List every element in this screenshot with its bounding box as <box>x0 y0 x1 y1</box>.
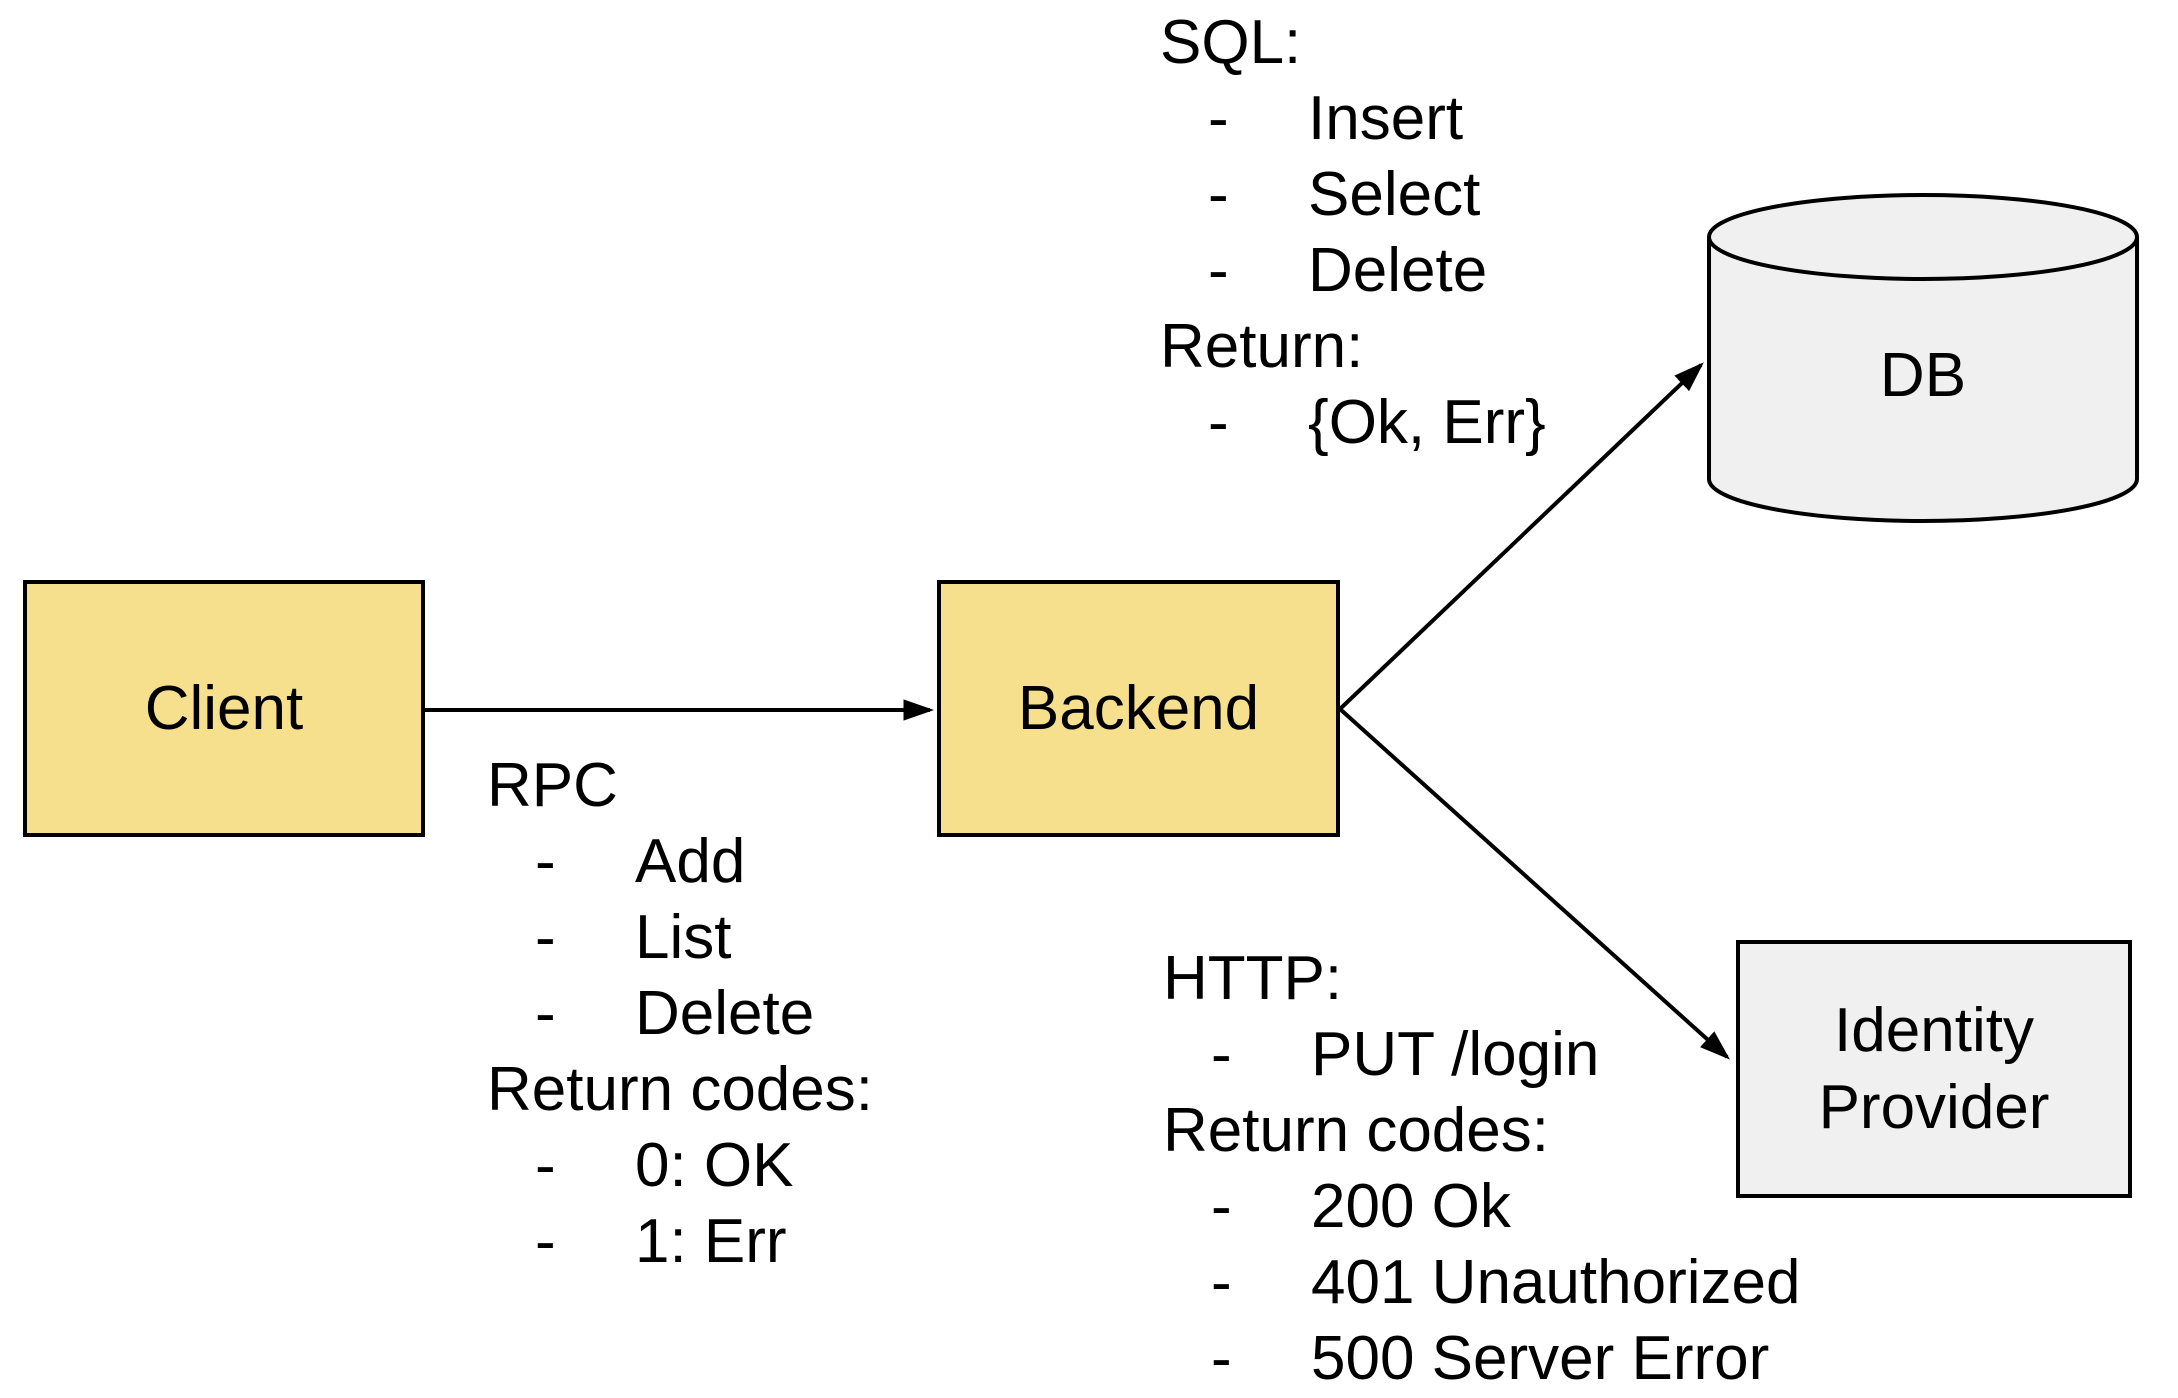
bullet-dash: - <box>535 903 556 972</box>
bullet-dash: - <box>1211 1020 1232 1089</box>
rpc-return-title: Return codes: <box>487 1055 873 1124</box>
rpc-return-item: - 1: Err <box>487 1204 873 1280</box>
sql-return-title: Return: <box>1160 312 1364 381</box>
identity-provider-node-label: Identity Provider <box>1818 996 2050 1142</box>
client-node: Client <box>23 580 425 837</box>
backend-to-db-arrow <box>1338 362 1704 711</box>
http-return-item: - 200 Ok <box>1163 1169 1800 1245</box>
client-node-label: Client <box>144 674 304 743</box>
bullet-dash: - <box>1208 160 1229 229</box>
rpc-return-item-text: 1: Err <box>635 1207 787 1276</box>
rpc-item: - List <box>487 900 873 976</box>
bullet-dash: - <box>535 979 556 1048</box>
bullet-dash: - <box>1208 388 1229 457</box>
rpc-return-item-text: 0: OK <box>635 1131 794 1200</box>
http-return-item: - 401 Unauthorized <box>1163 1245 1800 1321</box>
sql-item-text: Delete <box>1308 236 1488 305</box>
db-node-label: DB <box>1879 341 1967 410</box>
sql-title: SQL: <box>1160 8 1302 77</box>
sql-return-item-text: {Ok, Err} <box>1308 388 1546 457</box>
http-return-item-text: 200 Ok <box>1311 1172 1511 1241</box>
http-return-item-text: 401 Unauthorized <box>1311 1248 1801 1317</box>
bullet-dash: - <box>1208 84 1229 153</box>
db-cylinder <box>1707 193 2139 523</box>
http-return-item: - 500 Server Error <box>1163 1321 1800 1397</box>
http-title: HTTP: <box>1163 944 1343 1013</box>
http-item: - PUT /login <box>1163 1017 1800 1093</box>
rpc-item-text: Add <box>635 827 746 896</box>
backend-node-label: Backend <box>1017 674 1260 743</box>
db-cylinder-top <box>1707 193 2139 281</box>
http-return-title: Return codes: <box>1163 1096 1549 1165</box>
rpc-title: RPC <box>487 751 618 820</box>
rpc-item: - Delete <box>487 976 873 1052</box>
rpc-return-item: - 0: OK <box>487 1128 873 1204</box>
bullet-dash: - <box>1211 1324 1232 1393</box>
http-annotation: HTTP: -PUT /login Return codes: -200 Ok … <box>1163 941 1800 1397</box>
rpc-annotation: RPC - Add - List - Delete Return codes: - 0:… <box>487 748 873 1280</box>
bullet-dash: - <box>1211 1248 1232 1317</box>
http-return-item-text: 500 Server Error <box>1311 1324 1770 1393</box>
db-cylinder-body <box>1707 237 2139 523</box>
bullet-dash: - <box>1208 236 1229 305</box>
rpc-item-text: List <box>635 903 732 972</box>
sql-return-item: - {Ok, Err} <box>1160 385 1546 461</box>
bullet-dash: - <box>1211 1172 1232 1241</box>
bullet-dash: - <box>535 1207 556 1276</box>
rpc-item: - Add <box>487 824 873 900</box>
sql-item: - Select <box>1160 157 1546 233</box>
bullet-dash: - <box>535 1131 556 1200</box>
bullet-dash: - <box>535 827 556 896</box>
sql-annotation: SQL: - Insert - Select - Delete Return: - {O… <box>1160 5 1546 461</box>
identity-provider-node: Identity Provider <box>1736 940 2132 1198</box>
backend-node: Backend <box>937 580 1340 837</box>
sql-item-text: Select <box>1308 160 1481 229</box>
sql-item: - Insert <box>1160 81 1546 157</box>
backend-to-identity-provider-arrow <box>1338 707 1730 1060</box>
sql-item: - Delete <box>1160 233 1546 309</box>
sql-item-text: Insert <box>1308 84 1464 153</box>
rpc-item-text: Delete <box>635 979 815 1048</box>
http-item-text: PUT /login <box>1311 1020 1600 1089</box>
